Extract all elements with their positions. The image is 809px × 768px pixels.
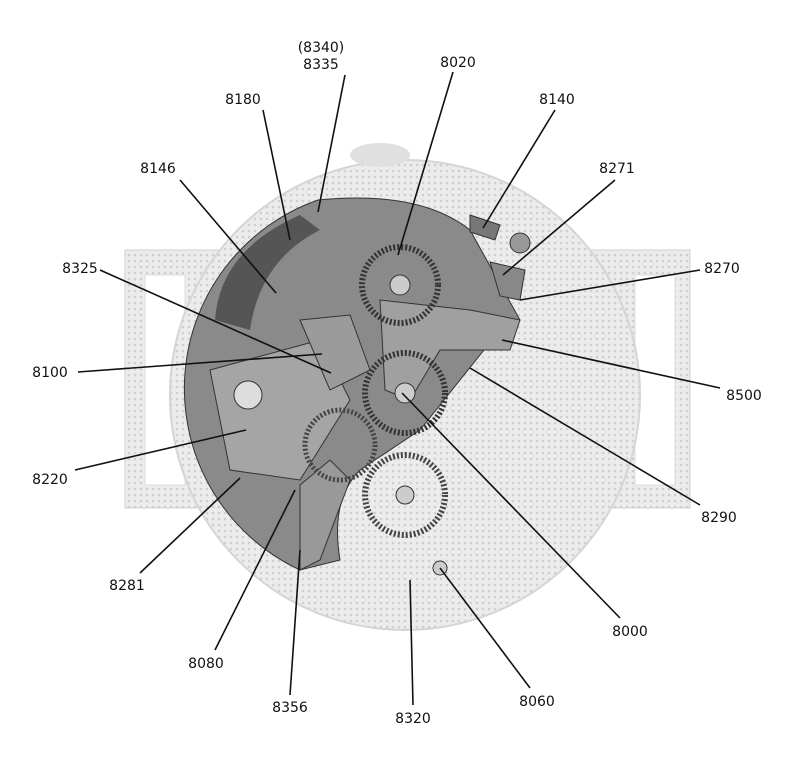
label-8060: 8060 <box>519 694 555 710</box>
label-8220: 8220 <box>32 472 68 488</box>
label-8140: 8140 <box>539 92 575 108</box>
label-8020: 8020 <box>440 55 476 71</box>
part-labels: (8340) 8335 8020 8180 8140 8146 8271 832… <box>32 40 762 727</box>
label-8180: 8180 <box>225 92 261 108</box>
label-8325: 8325 <box>62 261 98 277</box>
label-8320: 8320 <box>395 711 431 727</box>
movement <box>183 197 531 576</box>
label-8340: (8340) <box>298 40 345 56</box>
label-8270: 8270 <box>704 261 740 277</box>
label-8000: 8000 <box>612 624 648 640</box>
label-8080: 8080 <box>188 656 224 672</box>
label-8356: 8356 <box>272 700 308 716</box>
label-8281: 8281 <box>109 578 145 594</box>
label-8271: 8271 <box>599 161 635 177</box>
label-8500: 8500 <box>726 388 762 404</box>
leader-lines <box>74 71 721 706</box>
label-8100: 8100 <box>32 365 68 381</box>
label-8290: 8290 <box>701 510 737 526</box>
label-8335: 8335 <box>303 57 339 73</box>
label-8146: 8146 <box>140 161 176 177</box>
